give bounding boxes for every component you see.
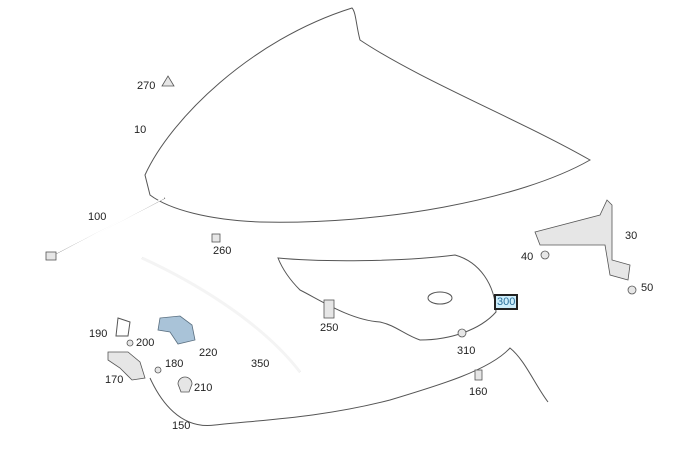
part-label-300[interactable]: 300 xyxy=(493,294,519,310)
part-label-190[interactable]: 190 xyxy=(89,328,108,340)
part-label-150[interactable]: 150 xyxy=(172,420,191,432)
part-label-310[interactable]: 310 xyxy=(457,345,476,357)
part-label-50[interactable]: 50 xyxy=(641,282,654,294)
part-label-40[interactable]: 40 xyxy=(521,251,534,263)
part-label-200[interactable]: 200 xyxy=(136,337,155,349)
part-label-350[interactable]: 350 xyxy=(251,358,270,370)
seal-350 xyxy=(141,257,301,373)
clip-270 xyxy=(161,75,175,87)
insulation-mat xyxy=(277,254,497,341)
bump-stop-260 xyxy=(211,233,221,243)
release-cable xyxy=(149,347,549,426)
part-label-270[interactable]: 270 xyxy=(137,80,156,92)
knob-210 xyxy=(177,376,193,393)
gas-strut xyxy=(45,197,166,261)
part-label-100[interactable]: 100 xyxy=(88,211,107,223)
part-label-260[interactable]: 260 xyxy=(213,245,232,257)
part-label-170[interactable]: 170 xyxy=(105,374,124,386)
spring-250 xyxy=(323,299,335,319)
part-label-220[interactable]: 220 xyxy=(199,347,218,359)
lock-170 xyxy=(107,351,146,381)
actuator-220 xyxy=(157,315,196,345)
part-label-210[interactable]: 210 xyxy=(194,382,213,394)
part-label-250[interactable]: 250 xyxy=(320,322,339,334)
bracket-190 xyxy=(115,317,131,337)
part-label-160[interactable]: 160 xyxy=(469,386,488,398)
part-label-10[interactable]: 10 xyxy=(134,124,147,136)
hood-panel xyxy=(144,7,592,223)
hinge-30 xyxy=(534,199,631,281)
part-label-180[interactable]: 180 xyxy=(165,358,184,370)
part-label-30[interactable]: 30 xyxy=(625,230,638,242)
